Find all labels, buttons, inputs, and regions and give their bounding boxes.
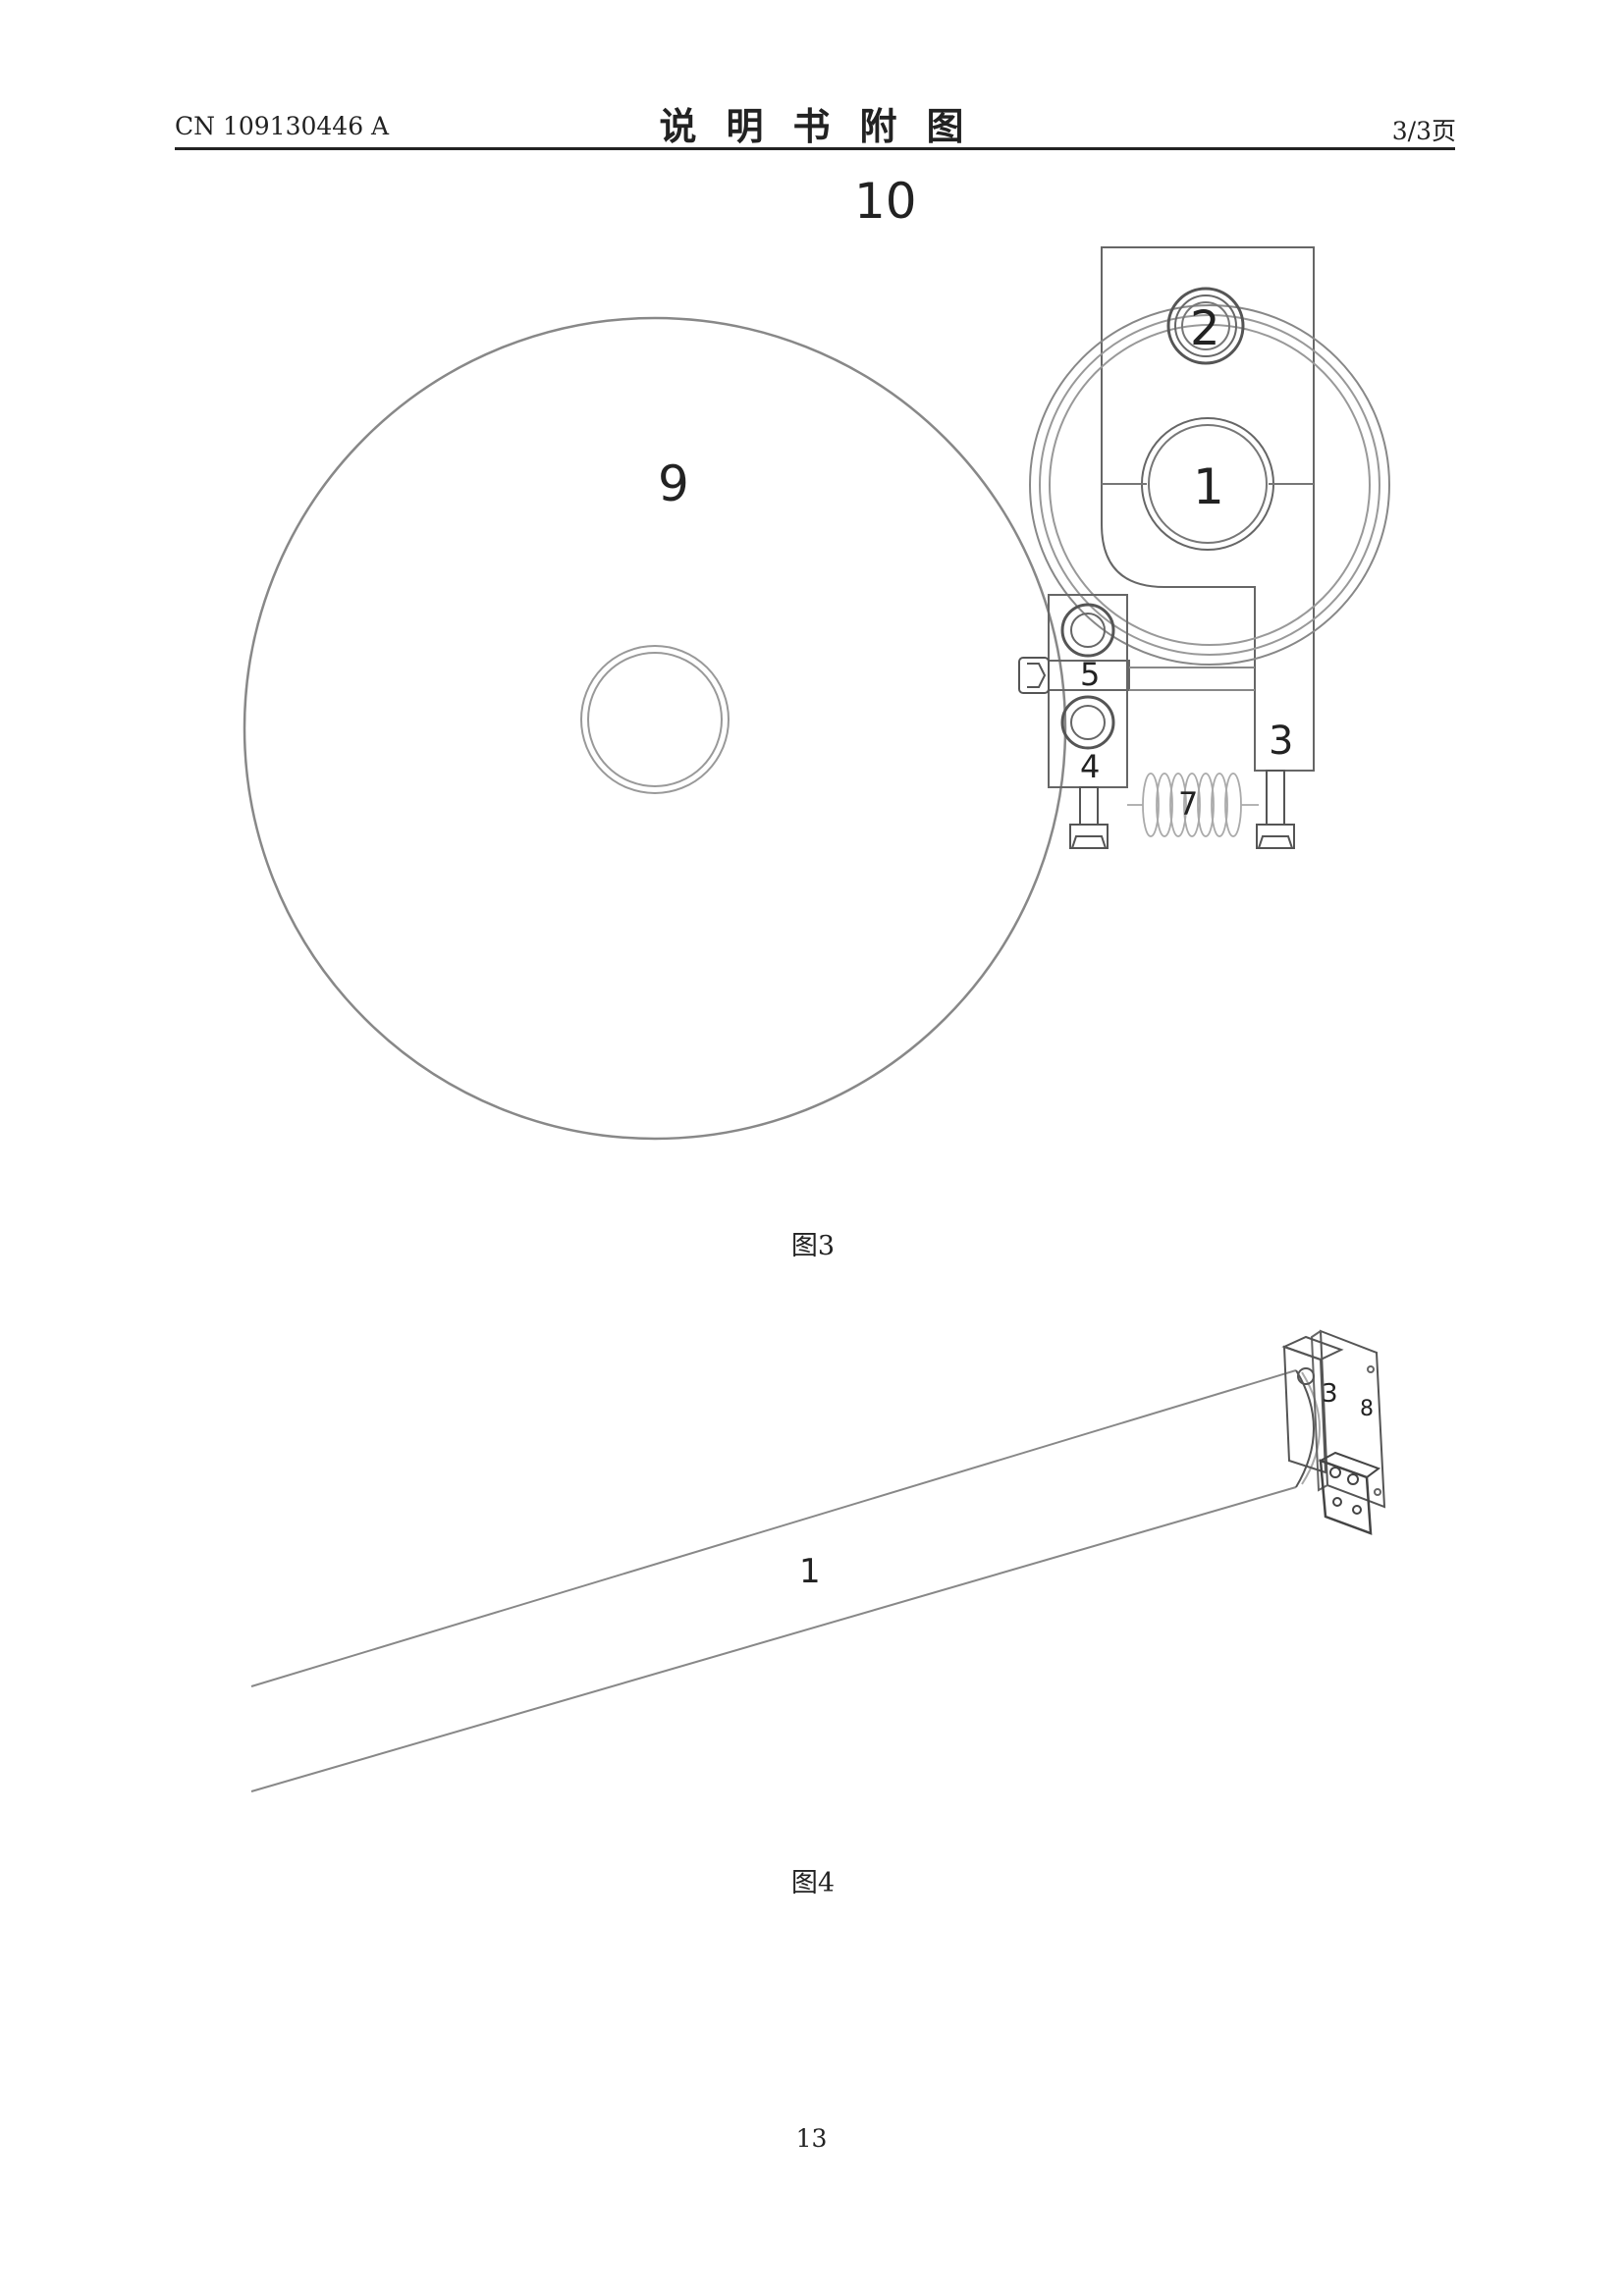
- bracket-screw: [1297, 1367, 1315, 1385]
- label-10: 10: [854, 173, 917, 230]
- guide-ring-inner: [1049, 324, 1371, 646]
- page-title: 说明书附图: [659, 105, 994, 148]
- idler-upper-outer: [1060, 603, 1115, 658]
- roller-bottom-edge: [250, 1486, 1297, 1792]
- bracket-3-top: [1281, 1335, 1344, 1362]
- plate-hole-b: [1374, 1488, 1381, 1496]
- page-number: 13: [795, 2124, 828, 2153]
- label-9: 9: [658, 455, 689, 512]
- label-1: 1: [1193, 458, 1224, 515]
- right-anchor-head: [1257, 835, 1294, 849]
- right-anchor-shaft: [1266, 770, 1285, 826]
- roller-2-ring-b: [1174, 294, 1237, 357]
- idler-lower-outer: [1060, 695, 1115, 750]
- idler-upper-inner: [1070, 613, 1106, 648]
- roller-top-edge: [250, 1369, 1297, 1687]
- label-fig4-3: 3: [1322, 1379, 1338, 1409]
- publication-number: CN 109130446 A: [175, 112, 390, 140]
- left-anchor-head: [1070, 835, 1108, 849]
- clamp-block: [1319, 1459, 1373, 1535]
- label-fig4-8: 8: [1360, 1397, 1374, 1421]
- large-roll-core-inner: [587, 652, 723, 787]
- label-2: 2: [1190, 301, 1220, 356]
- label-4: 4: [1080, 748, 1100, 785]
- header-rule: [175, 147, 1455, 150]
- clamp-screw-d: [1352, 1505, 1362, 1515]
- figure-4-drawing: [250, 1329, 1386, 1792]
- clamp-screw-a: [1329, 1467, 1341, 1478]
- clamp-screw-b: [1347, 1473, 1359, 1485]
- clamp-screw-c: [1332, 1497, 1342, 1507]
- figure-3-drawing: [243, 246, 1390, 1141]
- roller-2-ring-c: [1181, 301, 1230, 350]
- adjusting-knob: [1018, 657, 1050, 694]
- large-roll-outline: [243, 316, 1067, 1141]
- label-7: 7: [1178, 785, 1198, 823]
- label-5: 5: [1080, 656, 1100, 693]
- guide-ring-outer: [1029, 304, 1390, 666]
- clamp-block-top: [1318, 1451, 1381, 1479]
- roller-2-ring-a: [1166, 287, 1245, 365]
- bracket-3-body: [1282, 1345, 1327, 1474]
- left-anchor-shaft: [1079, 786, 1099, 826]
- mount-plate-8: [1319, 1329, 1386, 1509]
- large-roll-core-outer: [580, 645, 730, 794]
- roller-1-inner: [1148, 424, 1268, 544]
- figure-4-caption: 图4: [790, 1868, 836, 1898]
- figure-3-caption: 图3: [790, 1231, 836, 1261]
- page-of-indicator: 3/3页: [1391, 117, 1456, 145]
- plate-hole-a: [1367, 1365, 1375, 1373]
- roller-end-cap-shade: [1301, 1371, 1321, 1485]
- idler-lower-inner: [1070, 705, 1106, 740]
- label-3: 3: [1269, 719, 1293, 764]
- label-fig4-1: 1: [799, 1552, 821, 1591]
- knob-detail: [1027, 663, 1047, 688]
- spring-coils: [1127, 773, 1259, 837]
- guide-ring-mid: [1039, 314, 1380, 656]
